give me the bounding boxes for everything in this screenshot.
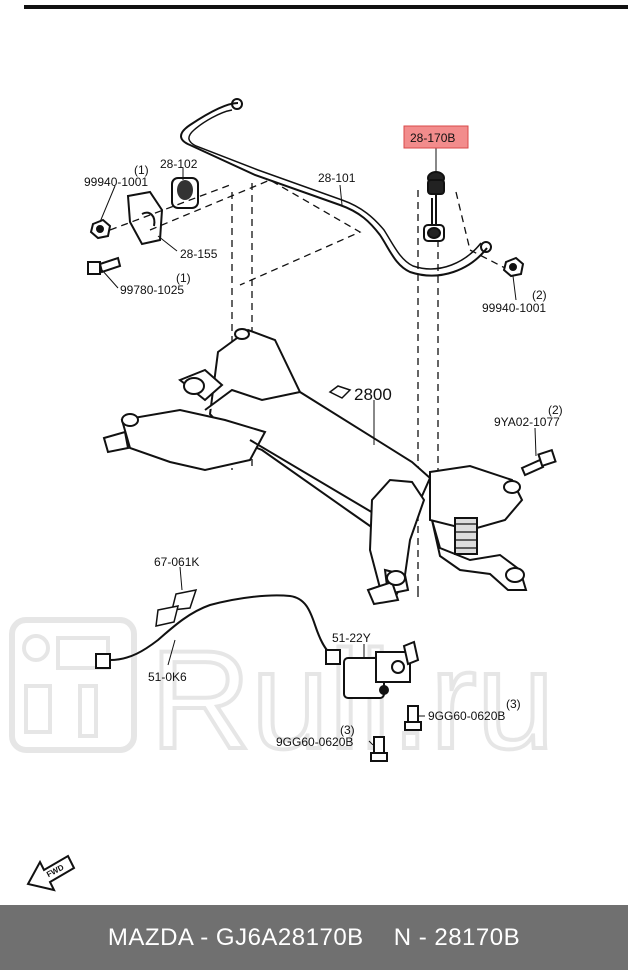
watermark-logo-icon [9, 617, 137, 753]
callout-9gg60-b: 9GG60-0620B [276, 735, 353, 749]
highlight-box [403, 125, 469, 149]
callout-leaders [99, 148, 537, 746]
callout-99940-left-qty: (1) [134, 163, 149, 177]
callout-2800: 2800 [354, 385, 392, 404]
bolt-9ya02 [520, 448, 557, 477]
footer-oem-number: N - 28170B [393, 923, 521, 951]
callout-9ya02-qty: (2) [548, 403, 563, 417]
dashed-leaders [109, 179, 506, 600]
harness-clips [155, 589, 198, 627]
callout-9ya02: 9YA02-1077 [494, 415, 560, 429]
callout-28-170b: 28-170B [410, 131, 455, 145]
bushing-part [171, 177, 199, 209]
bolts-9gg60 [370, 705, 422, 762]
watermark-text: Ruli.ru [150, 621, 555, 778]
top-rule [24, 5, 628, 9]
callout-51-0k6: 51-0K6 [148, 670, 187, 684]
callout-28-101: 28-101 [318, 171, 356, 185]
watermark: Ruli.ru [9, 617, 557, 780]
nut-right [502, 256, 525, 278]
height-sensor [343, 640, 420, 699]
callout-28-102: 28-102 [160, 157, 198, 171]
stabilizer-bar [180, 98, 492, 277]
callout-9gg60-a-qty: (3) [506, 697, 521, 711]
callout-9gg60-a: 9GG60-0620B [428, 709, 505, 723]
callout-99780-qty: (1) [176, 271, 191, 285]
fwd-arrow-icon: FWD [26, 854, 76, 892]
reference-pointer-icon [328, 385, 352, 399]
callout-9gg60-b-qty: (3) [340, 723, 355, 737]
crossmember [102, 328, 528, 606]
callout-67-061k: 67-061K [154, 555, 199, 569]
callout-99940-right-qty: (2) [532, 288, 547, 302]
callout-28-155: 28-155 [180, 247, 218, 261]
nut-left [89, 218, 112, 240]
stabilizer-link [423, 171, 445, 242]
footer-part-number: MAZDA - GJ6A28170B [107, 923, 364, 951]
callout-51-22y: 51-22Y [332, 631, 371, 645]
callout-99940-right: 99940-1001 [482, 301, 546, 315]
callout-99940-left: 99940-1001 [84, 175, 148, 189]
spring-seat [454, 517, 478, 555]
parts-diagram: Ruli.ru [9, 98, 563, 892]
footer-bar: MAZDA - GJ6A28170B N - 28170B [0, 905, 628, 970]
sensor-harness [95, 594, 341, 669]
bushing-clamp [126, 190, 164, 246]
bolt-99780 [87, 256, 122, 275]
callout-99780: 99780-1025 [120, 283, 184, 297]
